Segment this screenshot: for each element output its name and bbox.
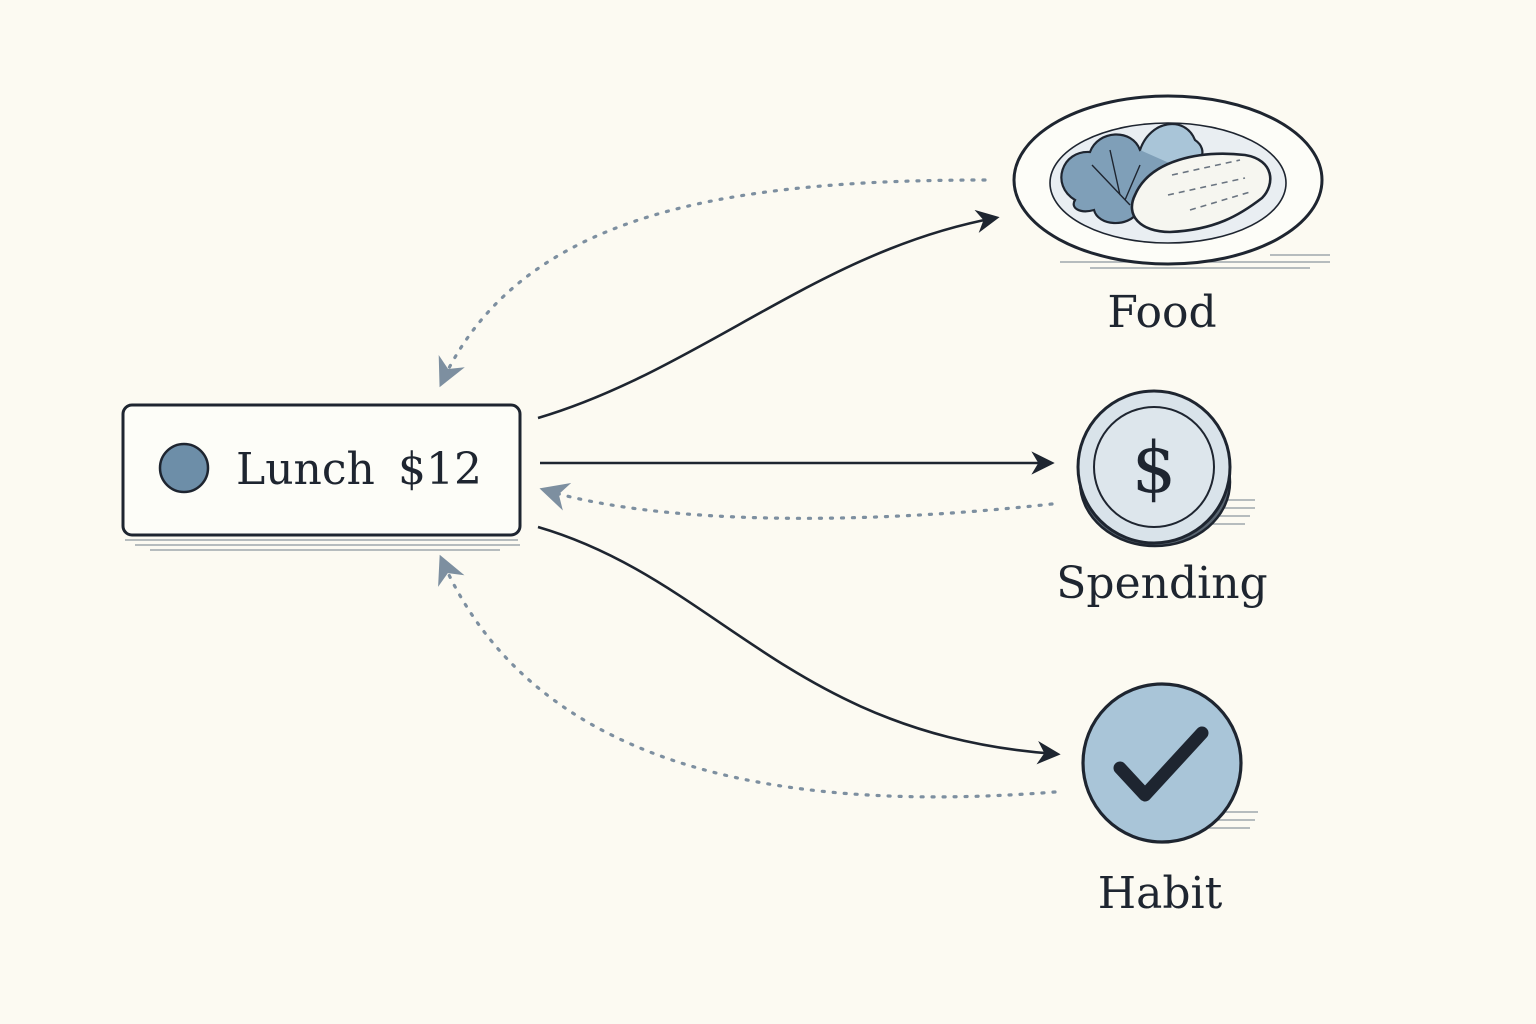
entry-amount: $12 (398, 444, 482, 495)
food-label: Food (1107, 287, 1216, 338)
card-frame (121, 403, 522, 537)
food-node[interactable]: Food (1012, 94, 1330, 338)
plate-icon (1012, 94, 1330, 269)
coin-icon: $ (1076, 389, 1255, 548)
dotted-arrow-habit-to-entry (438, 554, 1057, 799)
card-shadow-hatching (125, 539, 520, 551)
habit-label: Habit (1098, 868, 1223, 919)
svg-text:$: $ (1132, 427, 1177, 509)
entry-label: Lunch (236, 444, 375, 495)
habit-node[interactable]: Habit (1081, 682, 1258, 919)
dotted-arrow-food-to-entry (438, 178, 987, 388)
checkmark-icon (1081, 682, 1258, 844)
spending-node[interactable]: $ Spending (1056, 389, 1268, 609)
spending-label: Spending (1056, 558, 1267, 609)
dotted-arrow-spending-to-entry (539, 482, 1054, 520)
arrow-entry-to-habit (537, 525, 1061, 765)
entry-card[interactable]: Lunch $12 (121, 403, 522, 551)
arrow-entry-to-food (537, 209, 1000, 420)
entry-dot-icon (158, 442, 210, 494)
